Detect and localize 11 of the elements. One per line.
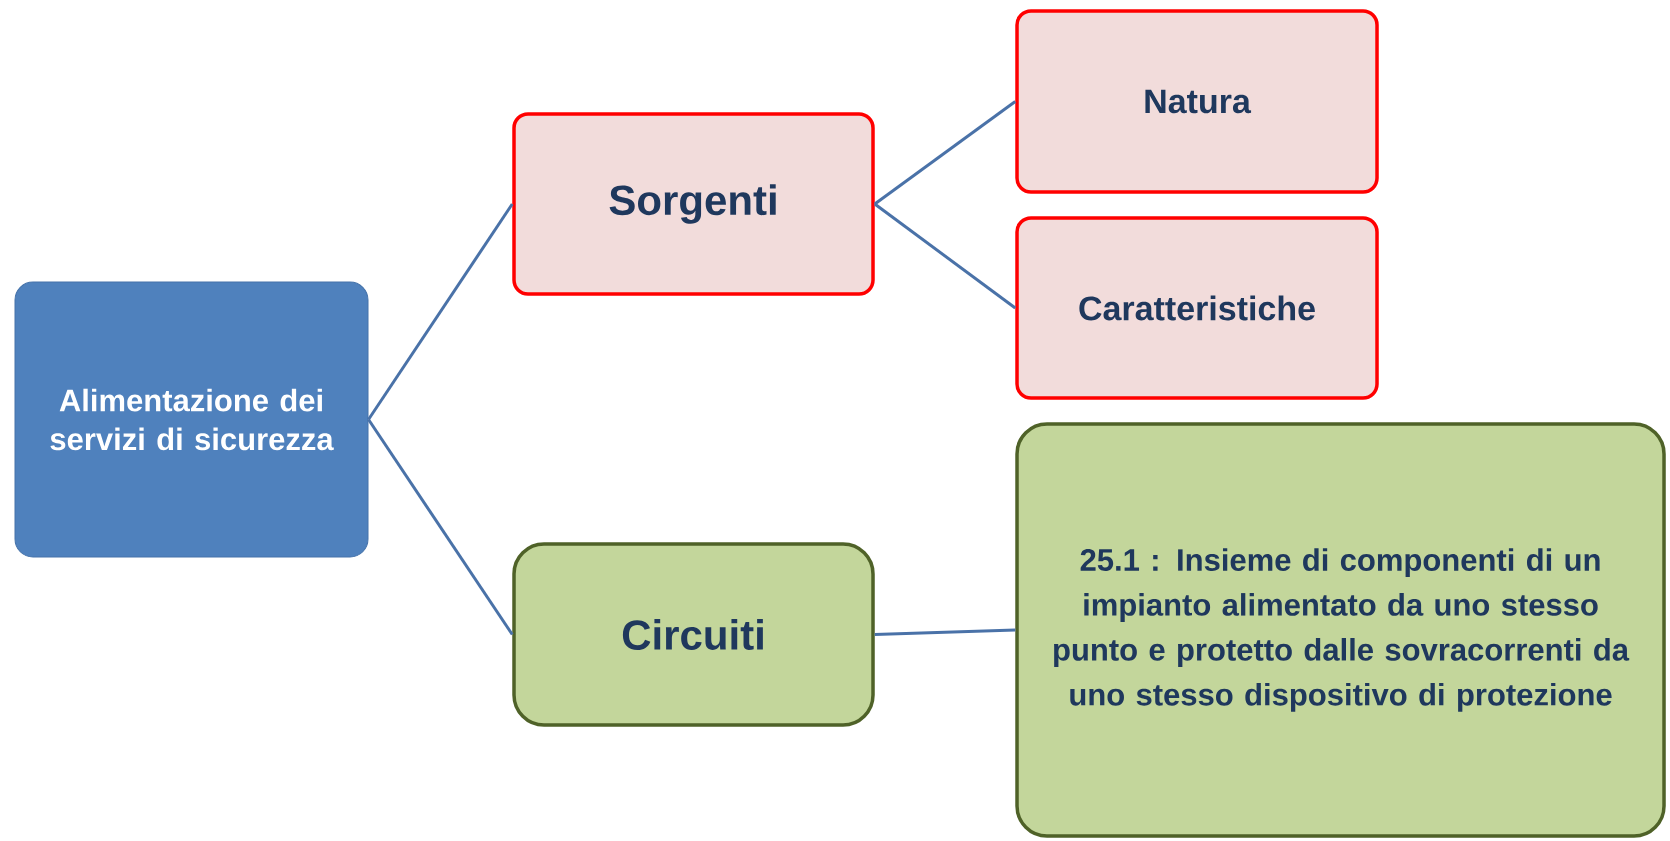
category-box: Sorgenti (512, 112, 875, 296)
item-box: Natura (1015, 9, 1379, 194)
category-box: Circuiti (512, 542, 875, 727)
connector-line (873, 100, 1017, 206)
connector-line (367, 203, 514, 421)
connector-line (874, 628, 1016, 636)
connector-line (873, 202, 1017, 310)
item-box: Caratteristiche (1015, 216, 1379, 400)
topic-box: Alimentazione dei servizi di sicurezza (14, 281, 369, 558)
definition-box: 25.1 : Insieme di componenti di un impianto alimentato da uno stesso punto e protetto dalle sovracorrenti da uno stesso dispositivo di protezione (1015, 422, 1666, 838)
connector-line (367, 418, 514, 636)
